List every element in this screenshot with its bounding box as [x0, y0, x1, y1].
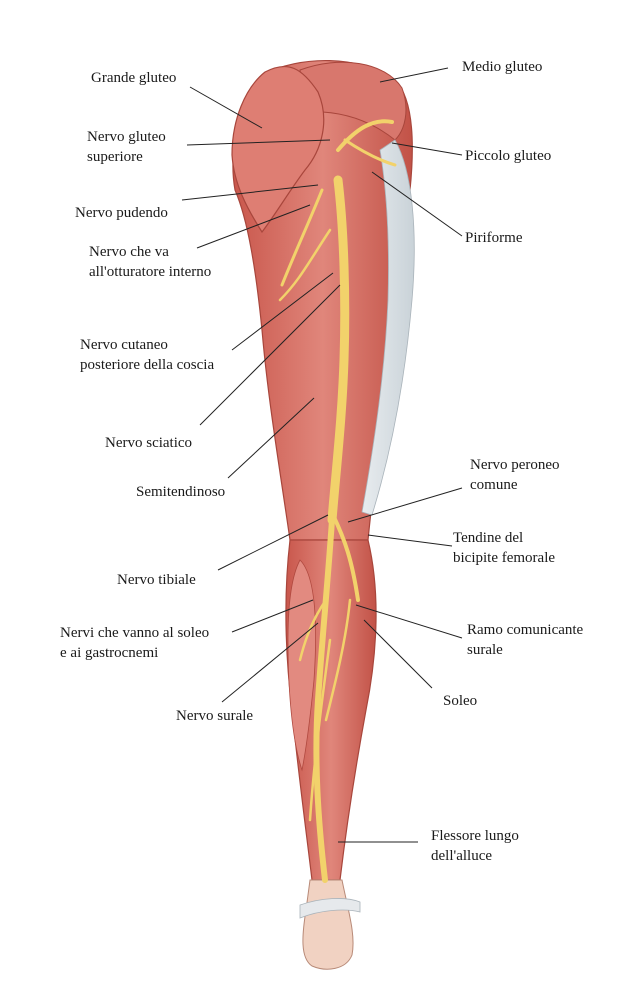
label-text: Soleo	[443, 693, 478, 709]
label-otturatore: Nervo che va all'otturatore interno	[89, 242, 211, 282]
label-text: bicipite femorale	[453, 550, 556, 566]
label-text: Nervo gluteo	[87, 129, 166, 145]
label-soleo: Soleo	[443, 691, 477, 711]
nerve-network	[278, 119, 397, 883]
label-text: Flessore lungo	[431, 828, 519, 844]
label-soleo-gastro: Nervi che vanno al soleo e ai gastrocnem…	[60, 623, 209, 663]
label-text: Nervo sciatico	[105, 435, 193, 451]
label-text: Medio gluteo	[462, 59, 543, 75]
leader-ramo	[355, 604, 463, 639]
leader-sciatico	[199, 284, 341, 426]
label-text: Ramo comunicante	[467, 622, 584, 638]
leader-soleo-gastro	[231, 599, 314, 633]
tibial-nerve	[313, 517, 335, 883]
label-text: e ai gastrocnemi	[60, 645, 159, 661]
label-text: surale	[467, 642, 503, 658]
label-nervo-pudendo: Nervo pudendo	[75, 203, 168, 223]
communicating-branch	[324, 598, 352, 722]
label-text: Nervo peroneo	[470, 457, 560, 473]
label-ramo: Ramo comunicante surale	[467, 620, 583, 660]
label-text: all'otturatore interno	[89, 264, 212, 280]
label-nervo-gluteo-superiore: Nervo gluteo superiore	[87, 127, 166, 167]
common-peroneal-nerve	[331, 513, 360, 602]
label-bicipite: Tendine del bicipite femorale	[453, 528, 555, 568]
superior-gluteal-nerve	[336, 119, 394, 152]
label-text: posteriore della coscia	[80, 357, 215, 373]
label-text: comune	[470, 477, 518, 493]
ankle-foot	[302, 879, 354, 970]
label-text: Nervo cutaneo	[80, 337, 168, 353]
posterior-cutaneous-branch	[278, 228, 332, 302]
label-text: Nervo tibiale	[117, 572, 196, 588]
label-text: Tendine del	[453, 530, 524, 546]
label-flessore: Flessore lungo dell'alluce	[431, 826, 519, 866]
label-text: Grande gluteo	[91, 70, 177, 86]
leader-otturatore	[196, 204, 311, 249]
leader-medio-gluteo	[379, 67, 449, 83]
pudendal-branch	[280, 188, 324, 287]
label-piriforme: Piriforme	[465, 228, 523, 248]
leader-lines	[181, 67, 463, 843]
label-peroneo: Nervo peroneo comune	[470, 455, 560, 495]
label-tibiale: Nervo tibiale	[117, 570, 196, 590]
label-surale: Nervo surale	[176, 706, 253, 726]
label-text: dell'alluce	[431, 848, 493, 864]
label-text: Nervo che va	[89, 244, 169, 260]
leader-semitendinoso	[227, 397, 315, 479]
label-cutaneo: Nervo cutaneo posteriore della coscia	[80, 335, 214, 375]
label-medio-gluteo: Medio gluteo	[462, 57, 542, 77]
leader-peroneo	[347, 487, 463, 523]
label-text: Piriforme	[465, 230, 523, 246]
label-sciatico: Nervo sciatico	[105, 433, 192, 453]
label-text: superiore	[87, 149, 143, 165]
ankle-retinaculum	[299, 898, 361, 919]
leader-cutaneo	[231, 272, 334, 351]
leader-bicipite	[367, 534, 453, 547]
leader-nervo-gluteo-superiore	[186, 139, 331, 146]
label-text: Nervo pudendo	[75, 205, 168, 221]
iliotibial-band	[361, 139, 415, 516]
grande-gluteo-muscle	[231, 65, 325, 234]
label-text: Nervi che vanno al soleo	[60, 625, 210, 641]
label-text: Piccolo gluteo	[465, 148, 552, 164]
leader-piriforme	[371, 171, 463, 237]
leader-piccolo-gluteo	[391, 142, 463, 156]
label-grande-gluteo: Grande gluteo	[91, 68, 176, 88]
leader-grande-gluteo	[189, 86, 263, 129]
sciatic-nerve	[327, 175, 350, 525]
leader-tibiale	[217, 514, 329, 571]
gastrocnemius-muscle	[287, 559, 317, 772]
sural-nerve	[308, 638, 332, 822]
label-semitendinoso: Semitendinoso	[136, 482, 225, 502]
label-text: Semitendinoso	[136, 484, 226, 500]
leader-nervo-pudendo	[181, 184, 319, 201]
label-piccolo-gluteo: Piccolo gluteo	[465, 146, 551, 166]
leader-soleo	[363, 619, 433, 689]
label-text: Nervo surale	[176, 708, 254, 724]
leader-surale	[221, 622, 319, 703]
gluteal-branch	[343, 138, 397, 167]
